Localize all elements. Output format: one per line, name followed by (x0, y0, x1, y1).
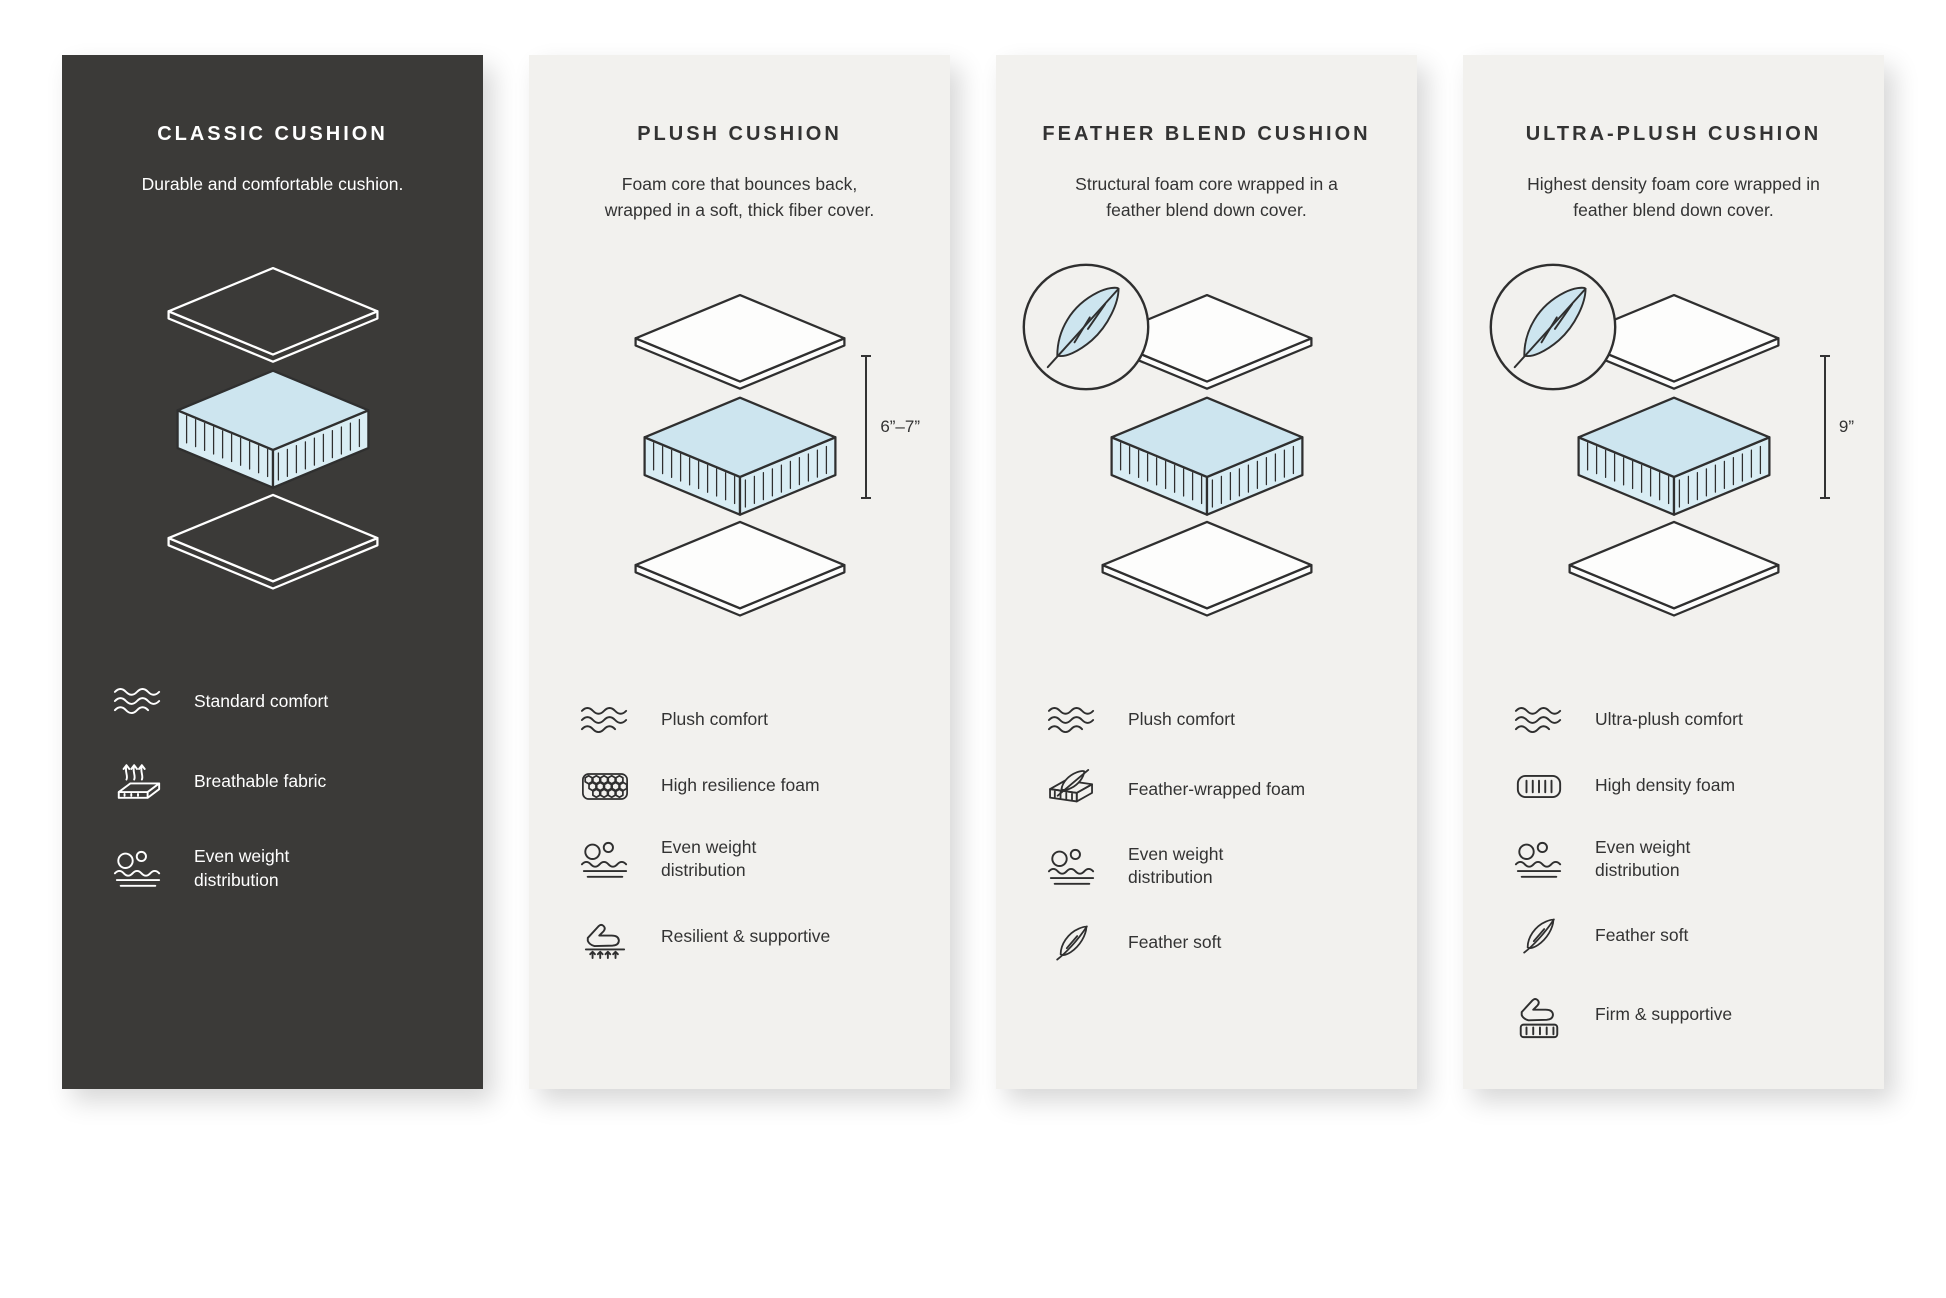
even-weight-icon (1507, 840, 1571, 879)
feature-label: Firm & supportive (1595, 1003, 1733, 1024)
feature-label: High resilience foam (661, 775, 820, 796)
panel-title: CLASSIC CUSHION (157, 123, 388, 145)
panel-title: PLUSH CUSHION (637, 123, 842, 145)
feature-label: Plush comfort (1128, 709, 1235, 730)
dimension-line-icon (859, 353, 873, 501)
panel-description: Durable and comfortable cushion. (141, 174, 404, 194)
panel-description: Structural foam core wrapped in a feathe… (1075, 174, 1338, 221)
dimension-label: 6”–7” (880, 416, 920, 436)
feature-label: Plush comfort (661, 709, 768, 730)
feather-badge-icon (1019, 260, 1153, 394)
feature-list: Plush comfort High resilience foam Even … (565, 704, 914, 959)
feature-row: Resilient & supportive (573, 915, 914, 959)
feature-row: Even weight distribution (106, 845, 447, 892)
waves-icon (573, 704, 637, 737)
feature-row: Even weight distribution (1507, 836, 1848, 883)
feature-row: Feather-wrapped foam (1040, 769, 1381, 811)
height-dimension: 6”–7” (859, 352, 920, 502)
waves-icon (1507, 704, 1571, 737)
feature-label: Breathable fabric (194, 770, 327, 791)
feature-row: High density foam (1507, 769, 1848, 804)
feature-row: Feather soft (1507, 915, 1848, 957)
panel-classic-cushion: CLASSIC CUSHION Durable and comfortable … (62, 55, 483, 1089)
feature-row: High resilience foam (573, 769, 914, 804)
cushion-illustration (98, 259, 447, 599)
panel-title: FEATHER BLEND CUSHION (1042, 123, 1371, 145)
feature-row: Even weight distribution (1040, 843, 1381, 890)
feature-row: Standard comfort (106, 685, 447, 718)
dimension-label: 9” (1838, 416, 1854, 436)
feather-wrapped-foam-icon (1040, 769, 1104, 811)
cushion-layers-icon (147, 259, 399, 594)
panel-description: Highest density foam core wrapped in fea… (1527, 174, 1820, 221)
feature-row: Plush comfort (1040, 704, 1381, 737)
panel-ultra-plush-cushion: ULTRA-PLUSH CUSHION Highest density foam… (1463, 55, 1884, 1089)
panel-plush-cushion: PLUSH CUSHION Foam core that bounces bac… (529, 55, 950, 1089)
honeycomb-foam-icon (573, 769, 637, 804)
feature-row: Even weight distribution (573, 836, 914, 883)
cushion-comparison-infographic: CLASSIC CUSHION Durable and comfortable … (62, 55, 1884, 1089)
feature-label: Even weight distribution (194, 846, 290, 890)
feature-row: Ultra-plush comfort (1507, 704, 1848, 737)
feature-label: Resilient & supportive (661, 925, 831, 946)
waves-icon (106, 685, 170, 718)
panel-feather-blend-cushion: FEATHER BLEND CUSHION Structural foam co… (996, 55, 1417, 1089)
feature-row: Firm & supportive (1507, 989, 1848, 1041)
breathable-fabric-icon (106, 760, 170, 803)
high-density-foam-icon (1507, 769, 1571, 804)
feather-badge-icon (1486, 260, 1620, 394)
dimension-line-icon (1818, 353, 1832, 501)
feature-label: Feather soft (1595, 924, 1689, 945)
feature-row: Feather soft (1040, 922, 1381, 964)
feature-row: Plush comfort (573, 704, 914, 737)
feature-label: Feather-wrapped foam (1128, 778, 1306, 799)
feature-row: Breathable fabric (106, 760, 447, 803)
feature-list: Plush comfort Feather-wrapped foam Even … (1032, 704, 1381, 964)
cushion-illustration: 6”–7” (565, 286, 920, 626)
waves-icon (1040, 704, 1104, 737)
panel-title: ULTRA-PLUSH CUSHION (1525, 123, 1822, 145)
feature-label: Even weight distribution (661, 836, 757, 881)
feather-icon (1507, 915, 1571, 957)
height-dimension: 9” (1818, 352, 1854, 502)
feature-list: Ultra-plush comfort High density foam Ev… (1499, 704, 1848, 1041)
feature-label: High density foam (1595, 775, 1736, 796)
panel-description: Foam core that bounces back, wrapped in … (604, 174, 875, 221)
feature-label: Feather soft (1128, 931, 1222, 952)
feather-icon (1040, 922, 1104, 964)
feature-label: Standard comfort (194, 690, 329, 711)
cushion-layers-icon (614, 286, 866, 621)
hand-on-foam-icon (1507, 989, 1571, 1041)
feature-label: Even weight distribution (1128, 843, 1224, 888)
hand-press-icon (573, 915, 637, 959)
even-weight-icon (106, 849, 170, 888)
cushion-illustration (1032, 286, 1381, 626)
even-weight-icon (573, 840, 637, 879)
feature-label: Even weight distribution (1595, 836, 1691, 881)
feature-list: Standard comfort Breathable fabric Even … (98, 685, 447, 892)
feature-label: Ultra-plush comfort (1595, 709, 1743, 730)
cushion-illustration: 9” (1499, 286, 1854, 626)
even-weight-icon (1040, 847, 1104, 886)
